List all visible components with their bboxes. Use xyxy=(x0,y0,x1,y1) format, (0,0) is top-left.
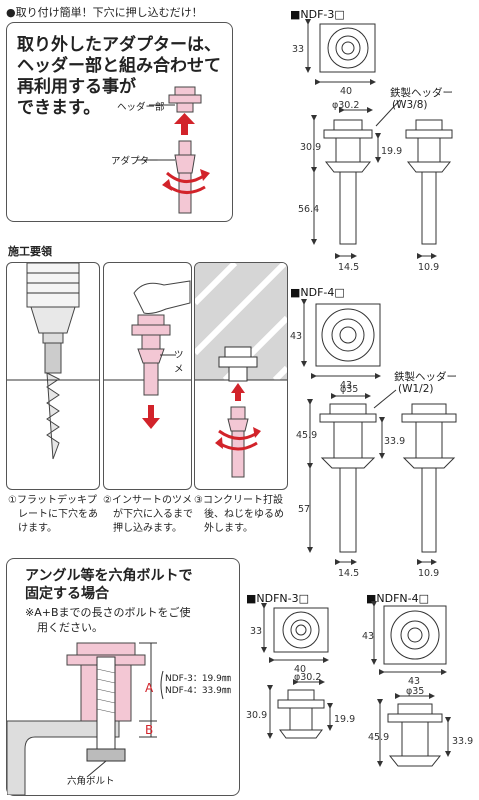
ndf3-dim-w1: 14.5 xyxy=(338,262,359,273)
ndfn3-name: ■NDFN-3□ xyxy=(246,592,309,605)
step2-caption: ②インサートのツメ が下穴に入るまで 押し込みます。 xyxy=(103,494,195,536)
ndf4-dim-w2: 10.9 xyxy=(418,568,439,579)
reuse-adapter-box: 取り外したアダプターは、 ヘッダー部と組み合わせて 再利用する事が できます。 xyxy=(6,22,233,222)
ndf4-dim-w1: 14.5 xyxy=(338,568,359,579)
ndf4-name: ■NDF-4□ xyxy=(290,286,345,299)
ndfn3-dim-h1: 30.9 xyxy=(246,710,267,721)
ndf3-dim-h1: 30.9 xyxy=(300,142,321,153)
ndf3-header-note-sub: (W3/8) xyxy=(392,99,427,111)
ndfn4-dim-h1: 45.9 xyxy=(368,732,389,743)
step1-panel xyxy=(6,262,100,490)
hex-bolt-label: 六角ボルト xyxy=(67,776,115,787)
step3-line: コンクリート打設 xyxy=(202,495,283,506)
ndf3-name: ■NDF-3□ xyxy=(290,8,345,21)
length-spec: NDF-3：19.9㎜ NDF-4：33.9㎜ xyxy=(165,673,231,697)
ndf3-dim-flange: φ30.2 xyxy=(332,100,359,111)
ndfn4-dim-h2: 33.9 xyxy=(452,736,473,747)
ndf3-dim-side: 33 xyxy=(292,44,304,55)
step1-caption: ①フラットデッキプ レートに下穴をあ けます。 xyxy=(8,494,100,536)
ndfn4-dim-width: 43 xyxy=(408,676,420,687)
ndf4-dim-h3: 57 xyxy=(298,504,310,515)
ndf4-dim-width: 43 xyxy=(340,380,352,391)
ndf3-dim-h2: 19.9 xyxy=(381,146,402,157)
header-note: ●取り付け簡単！下穴に押し込むだけ！ xyxy=(6,6,203,19)
angle-fixing-title: アングル等を六角ボルトで 固定する場合 xyxy=(25,567,192,603)
reuse-text: 取り外したアダプターは、 ヘッダー部と組み合わせて 再利用する事が できます。 xyxy=(17,35,221,119)
bolt-length-note: ※A+Bまでの長さのボルトをご使 用ください。 xyxy=(25,605,191,635)
ndfn3-side-view xyxy=(267,679,333,739)
spec-line: NDF-4：33.9㎜ xyxy=(165,686,231,696)
step1-line: レートに下穴をあ xyxy=(18,509,98,520)
ndfn4-top-view xyxy=(371,601,447,675)
step3-line: 後、ねじをゆるめ xyxy=(204,509,284,520)
tsume-label: ツメ xyxy=(174,350,184,375)
step3-line: 外します。 xyxy=(204,523,253,534)
note-line: 用ください。 xyxy=(37,621,103,634)
ndfn3-dim-width: 40 xyxy=(294,664,306,675)
step1-number: ① xyxy=(8,495,17,506)
spec-line: NDF-3：19.9㎜ xyxy=(165,674,231,684)
label-a: A xyxy=(145,681,154,695)
ndfn3-top-view xyxy=(261,603,329,663)
step3-number: ③ xyxy=(194,495,203,506)
step2-line: インサートのツメ xyxy=(111,495,192,506)
procedure-title: 施工要領 xyxy=(8,245,52,258)
reuse-text-line: 取り外したアダプターは、 xyxy=(17,35,221,55)
ndf4-dim-h1: 45.9 xyxy=(296,430,317,441)
ndf4-dim-side: 43 xyxy=(290,331,302,342)
angle-title-line: アングル等を六角ボルトで xyxy=(25,568,193,584)
rotate-arrow-icon xyxy=(162,169,210,194)
step2-panel: ツメ xyxy=(103,262,192,490)
step1-line: けます。 xyxy=(18,523,57,534)
adapter-part-icon xyxy=(137,140,196,214)
note-line: ※A+Bまでの長さのボルトをご使 xyxy=(25,606,191,619)
drill-illustration xyxy=(7,263,99,460)
reuse-adapter-illustration xyxy=(137,86,210,214)
angle-fixing-box: アングル等を六角ボルトで 固定する場合 ※A+Bまでの長さのボルトをご使 用くだ… xyxy=(6,558,240,796)
angle-bolt-illustration xyxy=(7,642,164,795)
ndf4-side-view xyxy=(307,389,457,565)
up-arrow-icon xyxy=(174,113,195,135)
ndfn3-dim-h2: 19.9 xyxy=(334,714,355,725)
ndfn4-dim-side: 43 xyxy=(362,631,374,642)
ndf4-top-view xyxy=(301,299,381,379)
header-part-label: ヘッダー部 xyxy=(117,102,165,113)
ndf4-dim-h2: 33.9 xyxy=(384,436,405,447)
ndfn3-dim-side: 33 xyxy=(250,626,262,637)
ndf3-side-view xyxy=(311,99,453,259)
ndf3-dim-h3: 56.4 xyxy=(298,204,319,215)
reuse-text-line: できます。 xyxy=(17,98,101,118)
step2-number: ② xyxy=(103,495,112,506)
technical-drawings: ■NDF-3□ 33 40 φ30.2 30.9 19.9 56.4 14.5 … xyxy=(246,8,473,767)
step1-line: フラットデッキプ xyxy=(16,495,97,506)
push-insert-illustration xyxy=(104,280,191,429)
ndfn3-dim-flange: φ30.2 xyxy=(294,672,321,683)
adapter-label: アダプター xyxy=(111,156,159,167)
reuse-text-line: 再利用する事が xyxy=(17,77,136,97)
reuse-text-line: ヘッダー部と組み合わせて xyxy=(17,56,221,76)
step2-line: が下穴に入るまで xyxy=(113,509,193,520)
ndf3-dim-width: 40 xyxy=(340,86,352,97)
label-b: B xyxy=(145,723,154,737)
ndf3-dim-w2: 10.9 xyxy=(418,262,439,273)
ndf4-dim-flange: φ35 xyxy=(340,384,358,395)
ndfn4-dim-flange: φ35 xyxy=(406,686,424,697)
header-part-icon xyxy=(149,86,202,113)
ndfn4-side-view xyxy=(377,693,451,767)
step2-line: 押し込みます。 xyxy=(113,523,182,534)
ndf3-header-note: 鉄製ヘッダー xyxy=(390,86,453,99)
angle-title-line: 固定する場合 xyxy=(25,586,109,602)
step3-caption: ③コンクリート打設 後、ねじをゆるめ 外します。 xyxy=(194,494,288,536)
ndf3-top-view xyxy=(305,19,376,85)
ndfn4-name: ■NDFN-4□ xyxy=(366,592,429,605)
ndf4-header-note: 鉄製ヘッダー xyxy=(394,370,457,383)
step3-panel xyxy=(194,262,288,490)
concrete-removal-illustration xyxy=(195,263,287,478)
ndf4-header-note-sub: (W1/2) xyxy=(398,383,433,395)
